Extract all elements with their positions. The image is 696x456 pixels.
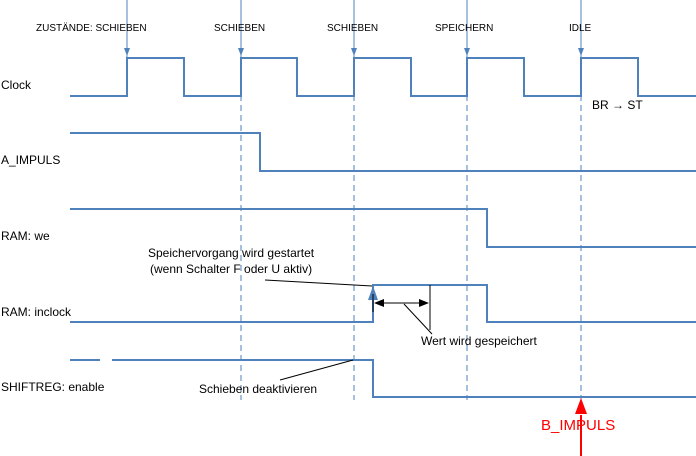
signal-label-clock: Clock	[1, 78, 32, 92]
state-marker-arrow-4	[464, 48, 470, 56]
annotation-speicher-line1: Speichervorgang wird gestartet	[148, 246, 315, 260]
annotation-schieben-deaktivieren: Schieben deaktivieren	[199, 382, 317, 396]
state-marker-arrow-1	[124, 48, 130, 56]
span-arrow-right	[419, 299, 429, 307]
span-arrow-left	[374, 299, 384, 307]
annotation-pointer-speicher	[264, 279, 373, 287]
a-impuls-waveform	[70, 132, 696, 172]
signal-label-ram-inclock: RAM: inclock	[1, 305, 72, 319]
signal-label-shiftreg-enable: SHIFTREG: enable	[1, 380, 105, 394]
annotation-br-st: BR → ST	[592, 98, 643, 112]
state-marker-arrow-3	[351, 48, 357, 56]
signal-label-ram-we: RAM: we	[1, 229, 50, 243]
state-marker-arrow-2	[238, 48, 244, 56]
clock-waveform	[70, 57, 696, 97]
annotation-pointer-wert	[403, 303, 433, 335]
b-impuls-arrow-head	[575, 398, 587, 414]
annotation-pointer-schieben	[279, 359, 354, 381]
state-marker-arrow-5	[578, 48, 584, 56]
annotation-wert-gespeichert: Wert wird gespeichert	[421, 334, 537, 348]
b-impuls-label: B_IMPULS	[541, 417, 615, 434]
annotation-speicher-line2: (wenn Schalter F oder U aktiv)	[150, 262, 312, 276]
state-label-2: SCHIEBEN	[214, 23, 265, 34]
state-label-4: SPEICHERN	[435, 23, 493, 34]
state-label-5: IDLE	[569, 23, 592, 34]
rising-edge-arrow	[368, 286, 378, 300]
state-label-1: ZUSTÄNDE: SCHIEBEN	[36, 22, 147, 34]
shiftreg-enable-waveform	[112, 359, 696, 398]
state-label-3: SCHIEBEN	[327, 23, 378, 34]
ram-we-waveform	[70, 208, 696, 248]
signal-label-a-impuls: A_IMPULS	[1, 153, 60, 167]
